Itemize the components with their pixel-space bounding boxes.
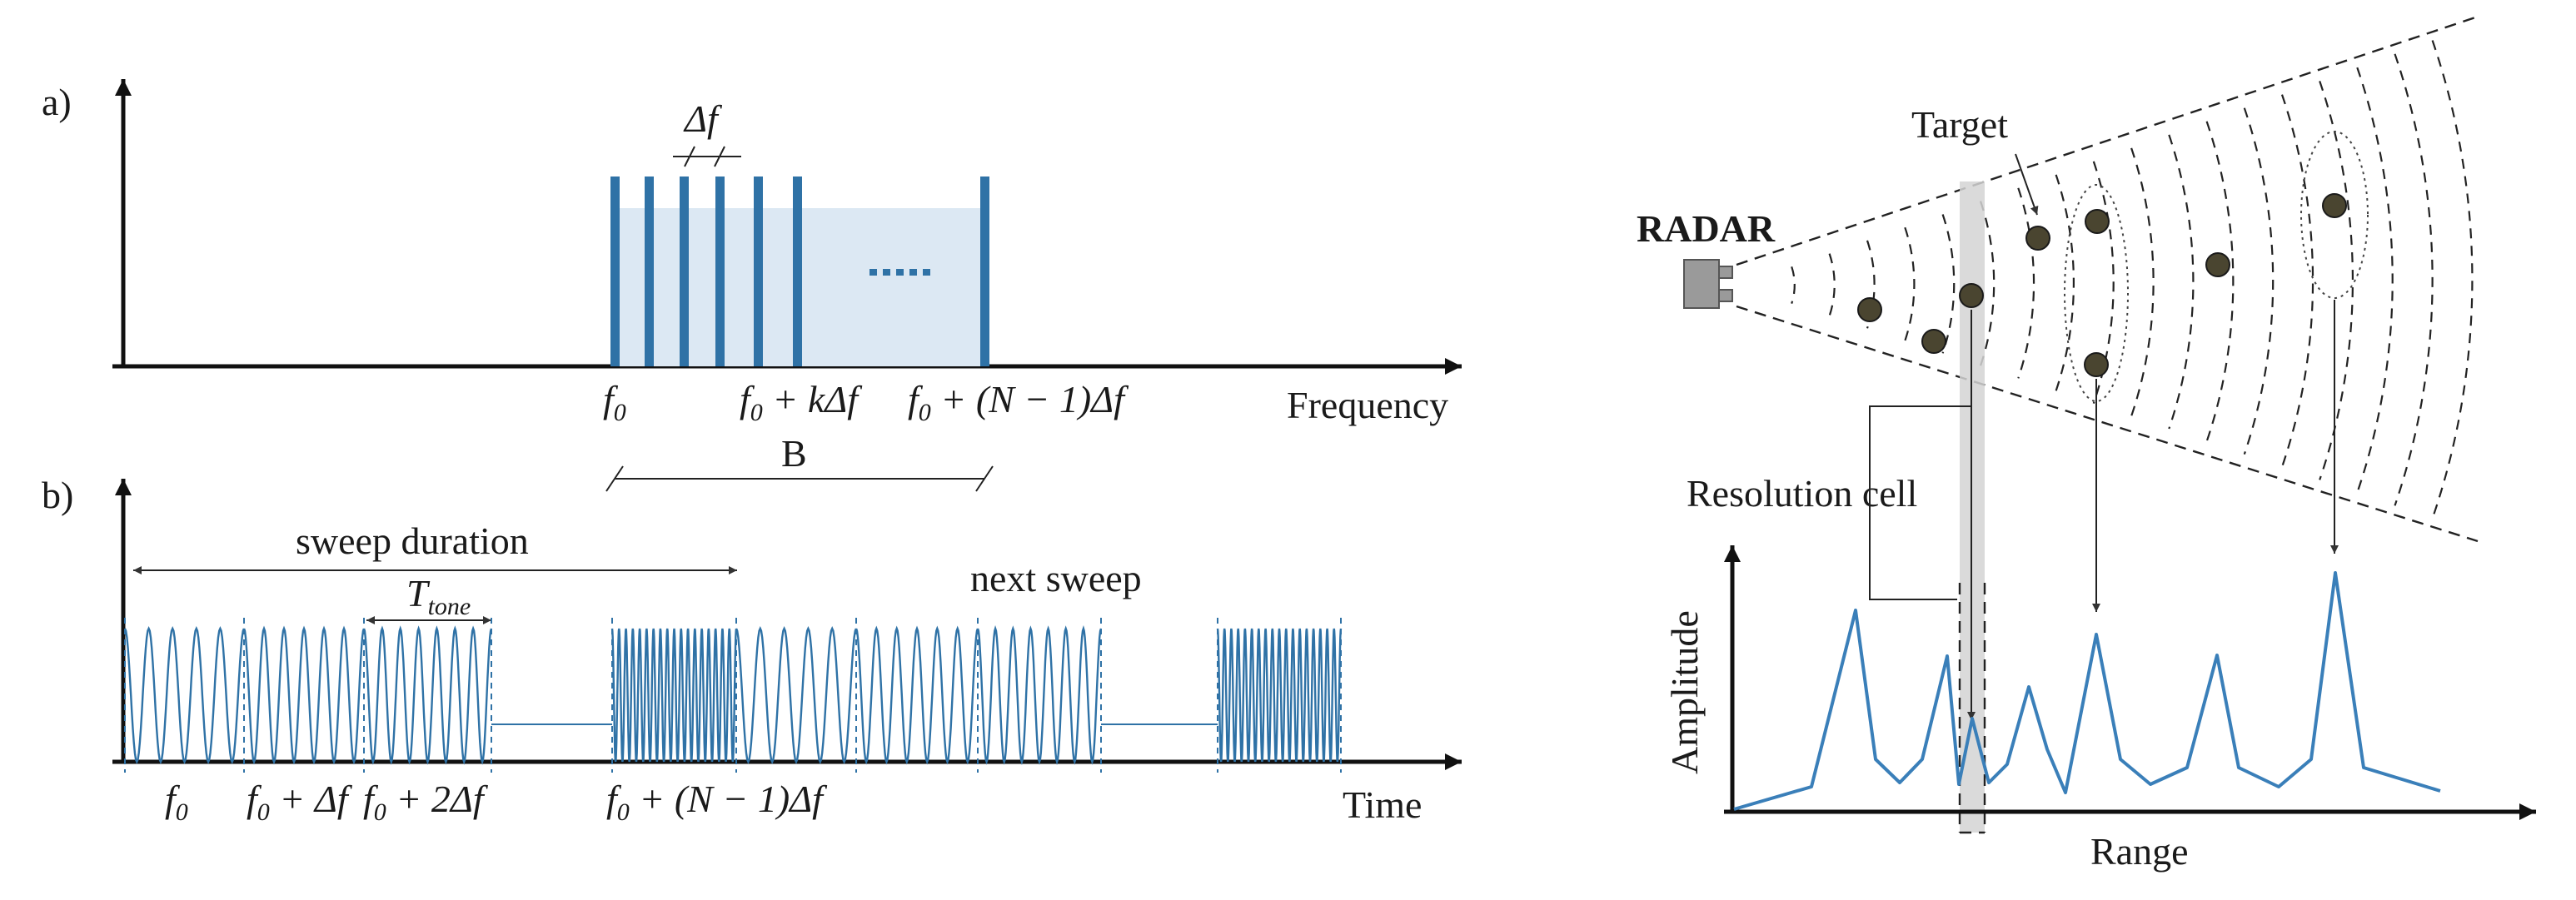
tone-segment: [855, 625, 979, 765]
range-profile-curve: [1733, 571, 2441, 811]
tone-segment: [735, 626, 858, 764]
f0-label-b: f0: [165, 778, 188, 826]
beam-upper-edge: [1736, 15, 2479, 266]
range-bin-arc: [2243, 107, 2275, 455]
resolution-cell-label: Resolution cell: [1687, 472, 1917, 515]
tone-bar: [680, 177, 689, 366]
target-dot: [2025, 226, 2050, 251]
sweep-waveform: [123, 625, 1343, 765]
frequency-axis-label: Frequency: [1287, 384, 1448, 426]
tone-segment: [123, 626, 246, 764]
amplitude-axis-label: Amplitude: [1663, 610, 1706, 774]
resolved-target-ellipse: [2300, 131, 2369, 299]
range-bin-arc: [1791, 266, 1796, 304]
range-bin-arc: [1941, 214, 1956, 354]
radar-panel: RADAR Target Resolution cell Amplitude R…: [1637, 15, 2536, 873]
range-bin-arc: [2319, 81, 2354, 480]
tone-segment: [362, 625, 493, 765]
fN-label-a: f0 + (N − 1)Δf: [908, 378, 1129, 426]
delta-f-marker: Δf: [673, 97, 741, 167]
resolution-cell-leader: [1869, 405, 1971, 600]
radar-icon: [1683, 259, 1733, 309]
range-bin-arc: [2168, 134, 2195, 430]
targets: [1857, 193, 2347, 377]
frequency-tones: [610, 177, 989, 366]
range-bin-arc: [2205, 121, 2235, 442]
target-label: Target: [1911, 103, 2008, 146]
f1-label: f0 + Δf: [247, 778, 353, 826]
target-dot: [2322, 193, 2347, 218]
range-bin-arc: [2055, 174, 2075, 391]
panel-a-label: a): [42, 81, 72, 123]
beam-lower-edge: [1736, 305, 2479, 543]
range-bin-arc: [2130, 147, 2155, 417]
target-dot: [1959, 283, 1984, 308]
tone-separators: [124, 618, 1342, 773]
target-pointer: [2015, 153, 2039, 216]
tone-bar: [610, 177, 620, 366]
range-bin-arc: [2356, 67, 2394, 494]
tone-segment: [242, 625, 366, 765]
range-bin-arc: [2394, 53, 2434, 506]
range-bin-arc: [1866, 240, 1876, 329]
unresolved-targets-ellipse: [2064, 184, 2129, 402]
tone-bar: [754, 177, 763, 366]
panel-b: b) sweep duration Ttone next sweep f0 f0…: [42, 474, 1462, 826]
range-bin-arc: [2017, 187, 2035, 379]
radar-label: RADAR: [1637, 207, 1776, 250]
target-dot: [2084, 352, 2109, 377]
tone-segment: [610, 628, 738, 763]
range-axis-label: Range: [2090, 830, 2189, 873]
range-bin-arc: [1828, 253, 1836, 316]
t-tone-label: Ttone: [406, 572, 471, 620]
target-dot: [1921, 329, 1946, 354]
tone-segment: [976, 625, 1103, 765]
target-dot: [2205, 252, 2230, 277]
range-bin-arc: [2431, 40, 2474, 520]
bandwidth-marker: B: [605, 432, 994, 492]
ellipsis-dots: [869, 269, 930, 276]
tone-bar: [715, 177, 725, 366]
range-bin-arc: [1979, 201, 1996, 366]
panel-b-label: b): [42, 474, 73, 516]
range-bin-arc: [2280, 94, 2314, 468]
panel-a: a) Δf f0 f0 + kΔf f0 + (: [42, 79, 1462, 426]
bandwidth-label: B: [781, 432, 807, 475]
range-bin-arc: [1904, 226, 1916, 341]
fN-label-b: f0 + (N − 1)Δf: [606, 778, 828, 826]
tone-bar: [980, 177, 989, 366]
tone-segment: [1216, 628, 1343, 763]
tone-bar: [793, 177, 802, 366]
f2-label: f0 + 2Δf: [363, 778, 489, 826]
range-bins: [1791, 40, 2474, 520]
delta-f-label: Δf: [683, 97, 723, 140]
time-axis-label: Time: [1343, 783, 1422, 826]
sweep-duration-label: sweep duration: [296, 520, 529, 562]
tone-bar: [645, 177, 654, 366]
fk-label: f0 + kΔf: [740, 378, 863, 426]
target-dot: [1857, 297, 1882, 322]
next-sweep-label: next sweep: [970, 557, 1142, 599]
f0-label-a: f0: [603, 378, 626, 426]
target-dot: [2085, 209, 2110, 234]
